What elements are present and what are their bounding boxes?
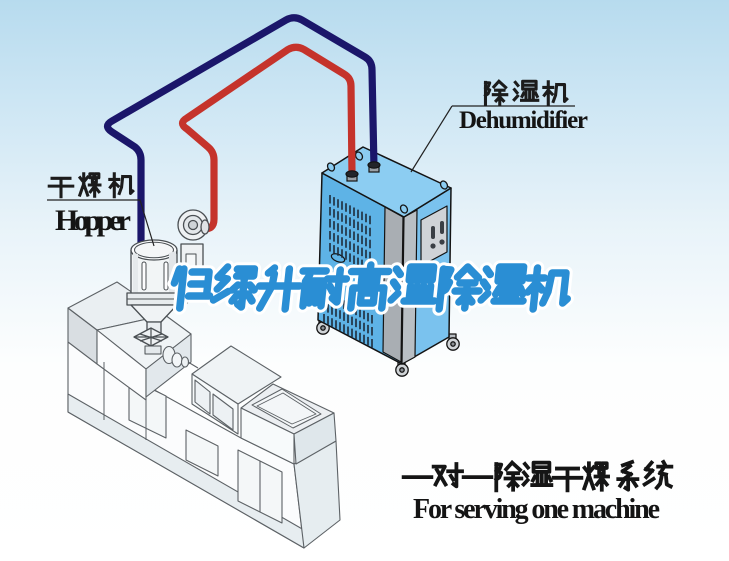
svg-text:Hopper: Hopper bbox=[55, 204, 131, 237]
svg-text:For serving one machine: For serving one machine bbox=[413, 494, 660, 525]
svg-text:Dehumidifier: Dehumidifier bbox=[459, 107, 588, 134]
